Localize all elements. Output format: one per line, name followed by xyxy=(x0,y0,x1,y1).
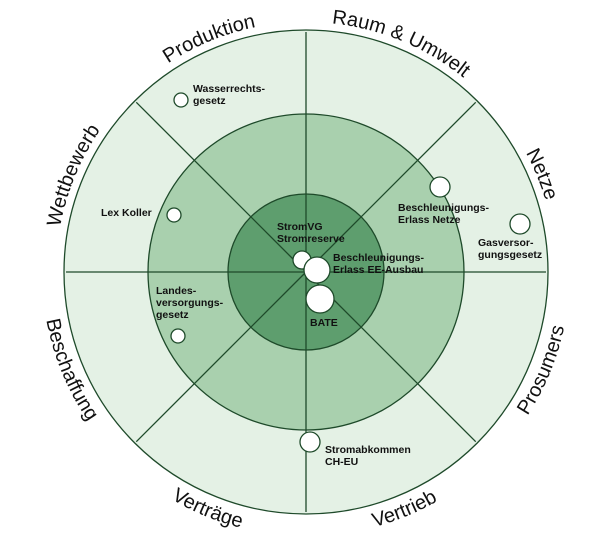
law-beschleunigungs-erlass-netze: Beschleunigungs-Erlass Netze xyxy=(398,176,490,226)
law-label: Beschleunigungs-Erlass Netze xyxy=(398,202,490,226)
sector-divider xyxy=(305,101,477,273)
law-marker xyxy=(509,213,531,235)
law-marker xyxy=(305,284,335,314)
law-gasversorgungsgesetz: Gasversor-gungsgesetz xyxy=(478,213,542,261)
sector-dividers xyxy=(66,32,546,512)
sector-divider xyxy=(135,271,307,443)
law-label: Lex Koller xyxy=(101,207,152,219)
law-label: Landes-versorgungs-gesetz xyxy=(156,285,224,321)
law-label: BATE xyxy=(310,317,338,329)
law-marker xyxy=(166,207,182,223)
law-marker xyxy=(299,431,321,453)
law-label: Wasserrechts-gesetz xyxy=(193,83,265,107)
law-lex-koller: Lex Koller xyxy=(101,207,182,223)
law-marker xyxy=(429,176,451,198)
law-beschleunigungs-erlass-ee-ausbau: Beschleunigungs-Erlass EE-Ausbau xyxy=(303,252,425,284)
law-marker xyxy=(170,328,186,344)
law-label: Beschleunigungs-Erlass EE-Ausbau xyxy=(333,252,425,276)
law-landesversorgungsgesetz: Landes-versorgungs-gesetz xyxy=(156,285,224,344)
law-marker xyxy=(173,92,189,108)
law-wasserrechtsgesetz: Wasserrechts-gesetz xyxy=(173,83,265,108)
sector-divider xyxy=(135,101,307,273)
law-marker xyxy=(303,256,331,284)
law-label: Gasversor-gungsgesetz xyxy=(478,237,542,261)
law-bate: BATE xyxy=(305,284,338,329)
